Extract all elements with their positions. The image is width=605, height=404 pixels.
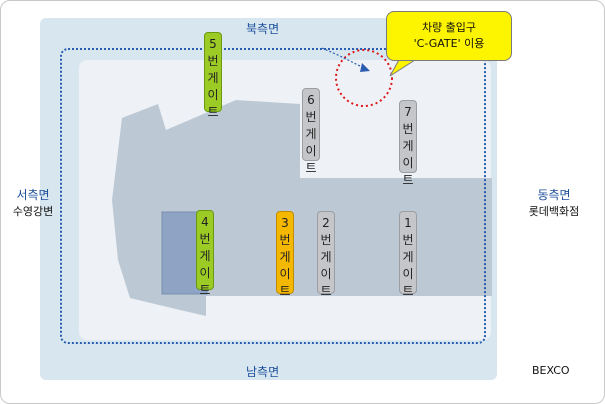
gate-2-number: 2 — [322, 216, 330, 230]
callout-line1: 차량 출입구 — [421, 21, 477, 34]
north-label: 북측면 — [246, 22, 280, 36]
vehicle-entrance-callout: 차량 출입구 'C-GATE' 이용 — [386, 11, 512, 61]
vehicle-entrance-circle — [335, 49, 393, 107]
callout-line2: 'C-GATE' 이용 — [413, 37, 485, 50]
south-label: 남측면 — [246, 365, 280, 379]
east-title: 동측면 — [537, 188, 571, 202]
bexco-label: BEXCO — [532, 364, 570, 377]
gate-4-number: 4 — [201, 215, 209, 229]
vehicle-route — [60, 48, 486, 344]
east-label: 동측면 롯데백화점 — [524, 186, 584, 219]
gate-7-number: 7 — [404, 105, 412, 119]
gate-3-number: 3 — [281, 216, 289, 230]
west-subtitle: 수영강변 — [12, 205, 54, 218]
entrance-arrow-head — [360, 63, 370, 72]
gate-6-number: 6 — [307, 93, 315, 107]
east-subtitle: 롯데백화점 — [528, 205, 580, 218]
west-label: 서측면 수영강변 — [8, 186, 58, 219]
gate-5-number: 5 — [209, 37, 217, 51]
gate-1-number: 1 — [404, 216, 412, 230]
west-title: 서측면 — [16, 188, 50, 202]
entrance-arrow — [321, 47, 369, 71]
